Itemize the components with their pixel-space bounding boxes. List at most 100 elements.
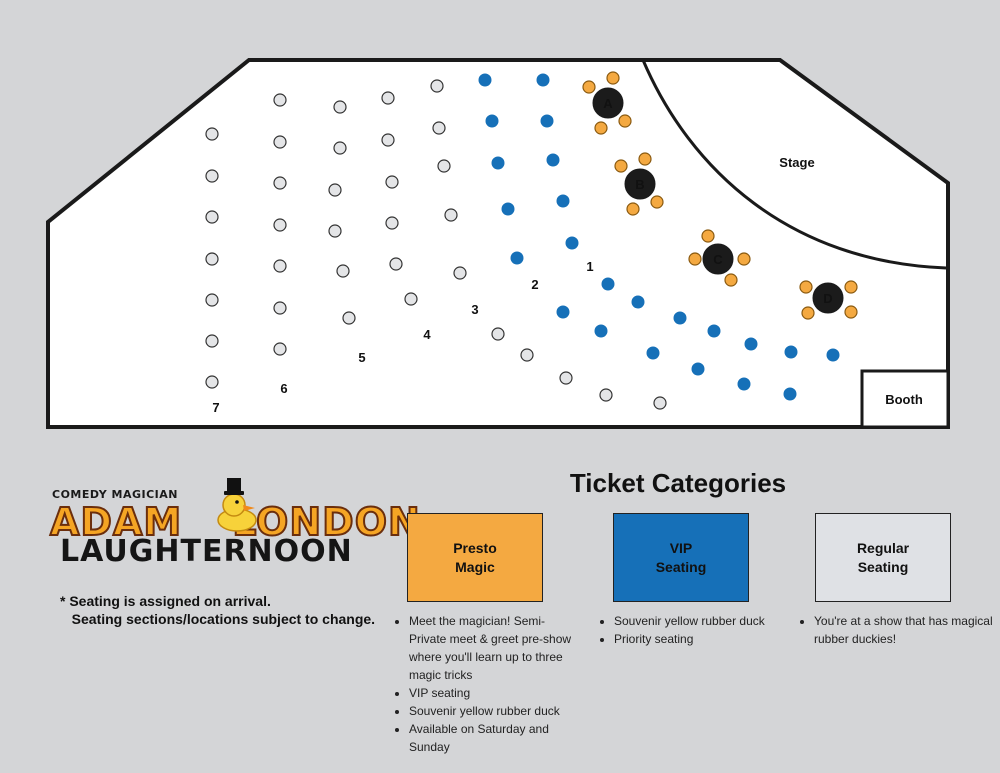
table-label: D [823,291,832,306]
logo-top-line: COMEDY MAGICIAN [52,488,178,501]
presto-seat [724,273,738,287]
vip-seat [691,362,705,376]
vip-seat [737,377,751,391]
regular-seat [205,375,219,389]
presto-seat [626,202,640,216]
regular-seating-box: Regular Seating [815,513,951,602]
presto-table [702,243,734,275]
presto-seat [844,305,858,319]
row-label: 4 [423,327,431,342]
vip-seat [556,305,570,319]
presto-magic-label: Presto Magic [453,539,497,575]
vip-seat [478,73,492,87]
regular-seat [404,292,418,306]
regular-seat [328,183,342,197]
presto-seat [582,80,596,94]
presto-magic-box: Presto Magic [407,513,543,602]
regular-seat [491,327,505,341]
ticket-categories-title: Ticket Categories [569,468,787,498]
benefit-item: VIP seating [409,684,579,702]
vip-benefits-list: Souvenir yellow rubber duck Priority sea… [598,612,794,648]
presto-table [812,282,844,314]
seating-note: * Seating is assigned on arrival. Seatin… [60,593,376,627]
regular-seat [432,121,446,135]
regular-seat [205,127,219,141]
regular-seat [599,388,613,402]
table-label: A [603,96,613,111]
logo-first-name: ADAM [49,499,183,545]
vip-seat [485,114,499,128]
row-label: 2 [531,277,538,292]
logo-subtitle: LAUGHTERNOON [60,534,353,569]
vip-seat [491,156,505,170]
regular-seat [385,216,399,230]
regular-seat [336,264,350,278]
presto-table [624,168,656,200]
benefit-item: Souvenir yellow rubber duck [614,612,794,630]
regular-seat [333,100,347,114]
regular-seat [389,257,403,271]
regular-seat [381,91,395,105]
presto-seat [688,252,702,266]
presto-seat [618,114,632,128]
regular-seat [328,224,342,238]
presto-seat [737,252,751,266]
regular-seat [273,135,287,149]
regular-seating-label: Regular Seating [856,539,910,575]
vip-seating-box: VIP Seating [613,513,749,602]
regular-seat [273,301,287,315]
vip-seat [826,348,840,362]
regular-seat [520,348,534,362]
presto-seat [701,229,715,243]
regular-seat [559,371,573,385]
regular-seat [653,396,667,410]
regular-seats [205,79,667,410]
presto-seat [801,306,815,320]
presto-seat [606,71,620,85]
duck-mascot-icon [217,478,257,532]
vip-seat [510,251,524,265]
presto-seat [844,280,858,294]
vip-seating-label: VIP Seating [655,539,707,575]
vip-seat [556,194,570,208]
vip-seat [783,387,797,401]
regular-seat [437,159,451,173]
vip-seat [601,277,615,291]
row-label: 3 [471,302,478,317]
vip-seat [540,114,554,128]
benefit-item: Souvenir yellow rubber duck [409,702,579,720]
vip-seat [546,153,560,167]
presto-seat [594,121,608,135]
row-label: 6 [280,381,287,396]
regular-seat [273,176,287,190]
regular-seat [342,311,356,325]
vip-seat [501,202,515,216]
vip-seat [784,345,798,359]
benefit-item: Available on Saturday and Sunday [409,720,579,756]
benefit-item: You're at a show that has magical rubber… [814,612,999,648]
presto-seat [638,152,652,166]
vip-seat [631,295,645,309]
benefit-item: Priority seating [614,630,794,648]
regular-seat [453,266,467,280]
regular-seat [273,218,287,232]
presto-seat [799,280,813,294]
presto-benefits-list: Meet the magician! Semi-Private meet & g… [393,612,579,756]
vip-seat [536,73,550,87]
vip-seat [707,324,721,338]
regular-seat [273,93,287,107]
stage-area [641,59,947,270]
booth-label: Booth [885,392,923,407]
regular-seat [333,141,347,155]
regular-benefits-list: You're at a show that has magical rubber… [798,612,999,648]
booth [860,369,950,429]
vip-seat [744,337,758,351]
stage-label: Stage [779,155,814,170]
regular-seat [205,293,219,307]
presto-seat [650,195,664,209]
table-label: B [635,177,644,192]
